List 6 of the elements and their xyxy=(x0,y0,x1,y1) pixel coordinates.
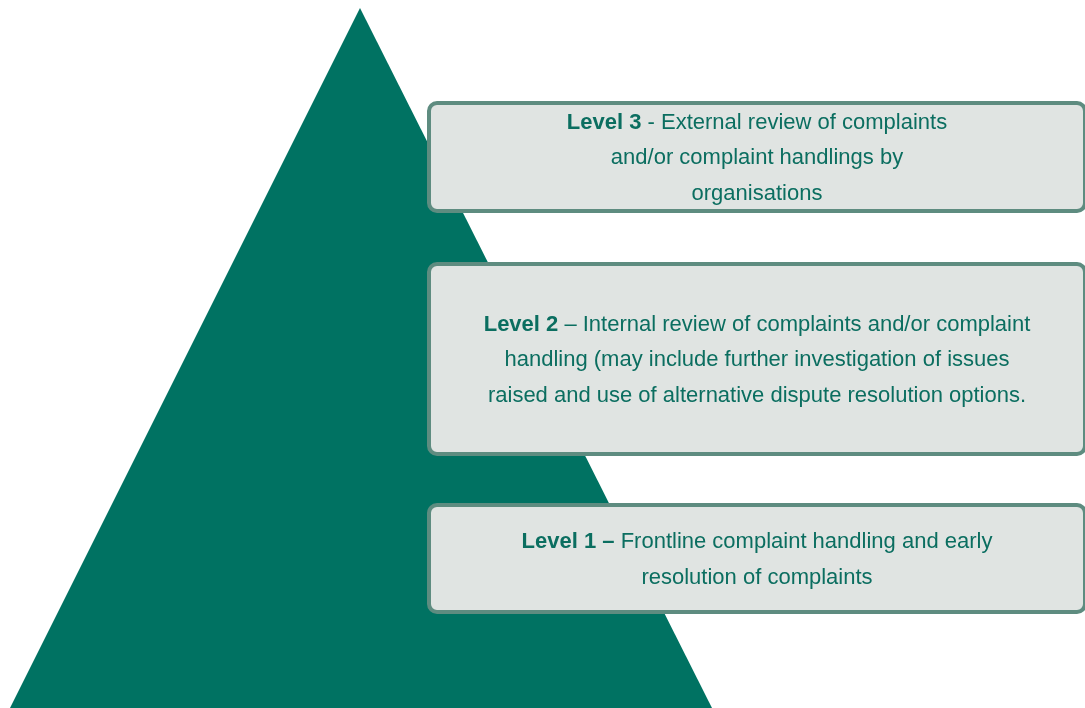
level-box xyxy=(427,101,1085,213)
level-description: Level 3 - External review of complaints and/or complaint handlings by organisations xyxy=(565,108,949,207)
level-box xyxy=(427,503,1085,614)
level-description: Level 2 – Internal review of complaints and/or complaint handling (may include further investigation of issues raised and use of alternative dispute resolution options. xyxy=(482,310,1032,409)
level-box xyxy=(427,262,1085,456)
level-description: Level 1 – Frontline complaint handling and early resolution of complaints xyxy=(520,527,994,591)
